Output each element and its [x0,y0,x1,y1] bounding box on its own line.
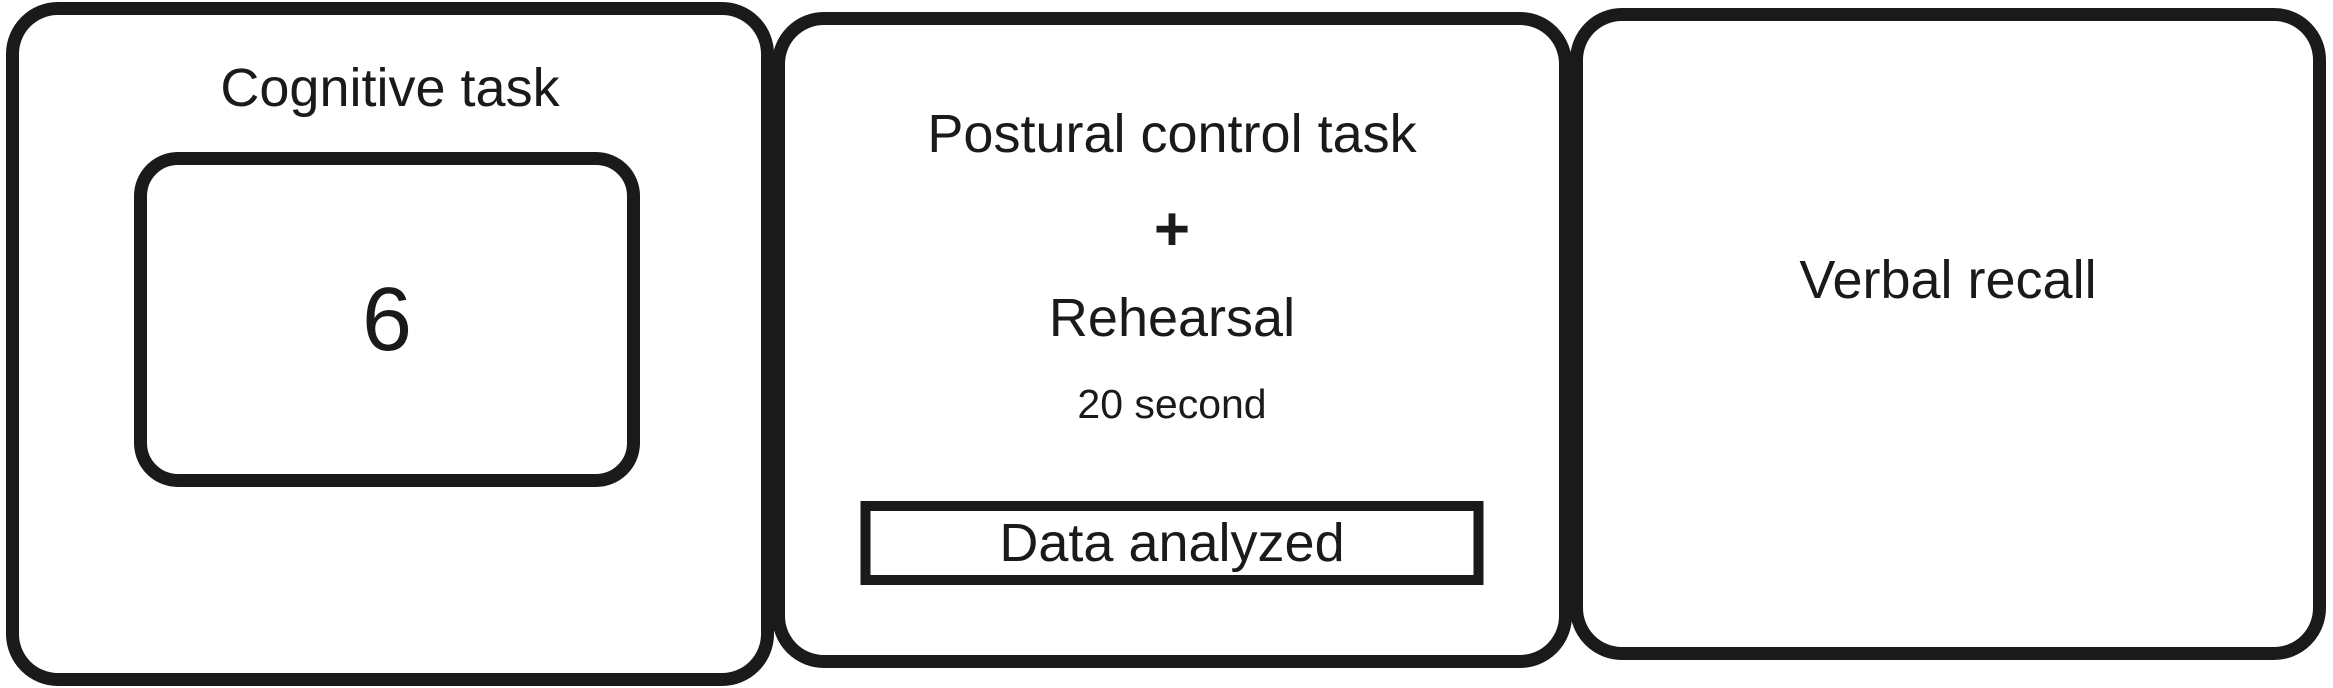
verbal-recall-label: Verbal recall [1799,250,2097,310]
rehearsal-label: Rehearsal [1048,288,1296,348]
data-analyzed-box: Data analyzed [860,501,1484,585]
plus-sign: + [1153,195,1191,264]
panel-cognitive-task: Cognitive task 6 [6,2,774,686]
panel-verbal-recall: Verbal recall [1570,8,2326,660]
postural-task-title: Postural control task [927,104,1417,164]
cognitive-task-title: Cognitive task [220,58,560,118]
stimulus-digit: 6 [361,269,413,370]
stimulus-box: 6 [134,152,640,487]
duration-label: 20 second [1077,381,1267,427]
panel-postural-control-task: Postural control task + Rehearsal 20 sec… [772,12,1572,668]
data-analyzed-label: Data analyzed [999,513,1345,573]
